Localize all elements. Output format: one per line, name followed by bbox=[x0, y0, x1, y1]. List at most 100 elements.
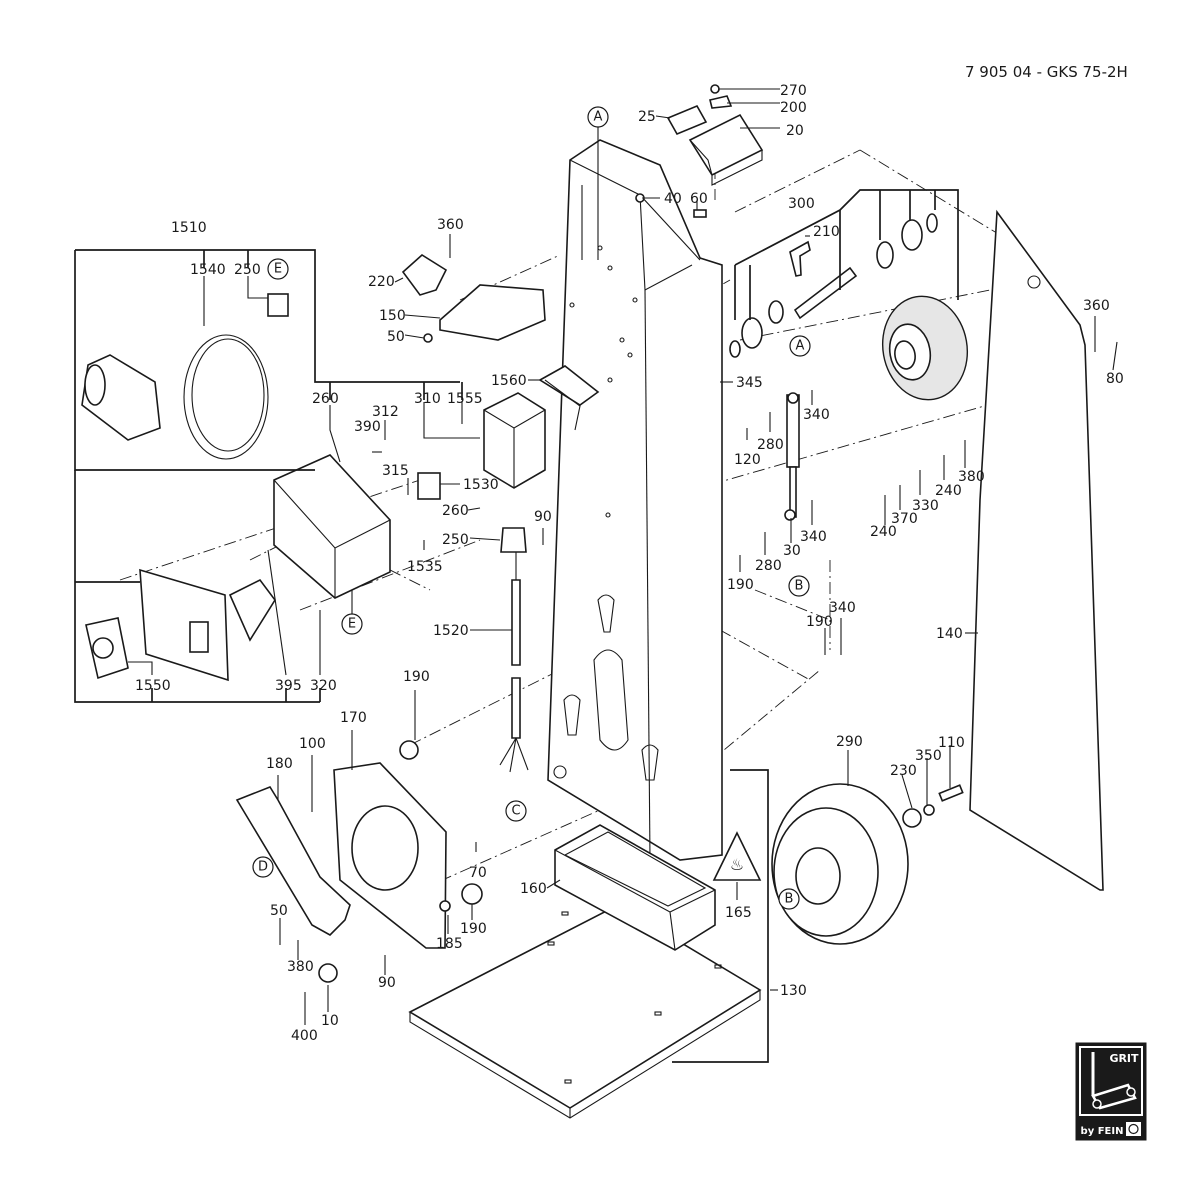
callout-10: 10 bbox=[321, 1013, 339, 1029]
callout-1550: 1550 bbox=[135, 678, 171, 694]
reference-marker-b-frame: B bbox=[788, 575, 810, 597]
callout-350: 350 bbox=[915, 748, 942, 764]
callout-190-frame: 190 bbox=[727, 577, 754, 593]
callout-260-box: 260 bbox=[312, 391, 339, 407]
callout-370: 370 bbox=[891, 511, 918, 527]
callout-190-idler: 190 bbox=[806, 614, 833, 630]
callout-80: 80 bbox=[1106, 371, 1124, 387]
svg-text:E: E bbox=[274, 262, 282, 277]
switch-box bbox=[85, 454, 391, 682]
reference-marker-e-box: E bbox=[341, 590, 363, 635]
callout-395: 395 bbox=[275, 678, 302, 694]
drive-pulley bbox=[771, 783, 964, 945]
callout-340-lower: 340 bbox=[800, 529, 827, 545]
callout-345: 345 bbox=[736, 375, 763, 391]
callout-380-pedal: 380 bbox=[287, 959, 314, 975]
callout-360-cover: 360 bbox=[1083, 298, 1110, 314]
callout-330: 330 bbox=[912, 498, 939, 514]
callout-240-upper: 240 bbox=[935, 483, 962, 499]
callout-290: 290 bbox=[836, 734, 863, 750]
callout-210: 210 bbox=[813, 224, 840, 240]
callout-190-plate: 190 bbox=[403, 669, 430, 685]
junction-box bbox=[417, 365, 600, 500]
callout-140: 140 bbox=[936, 626, 963, 642]
callout-250-plug: 250 bbox=[234, 262, 261, 278]
contact-wheel-assembly bbox=[729, 213, 969, 401]
reference-marker-b-pulley: B bbox=[778, 888, 800, 910]
callout-60: 60 bbox=[690, 191, 708, 207]
reference-marker-e-plug: E bbox=[267, 258, 289, 280]
callout-165: 165 bbox=[725, 905, 752, 921]
grit-by-fein-logo: GRIT by FEIN bbox=[1075, 1042, 1147, 1141]
callout-315: 315 bbox=[382, 463, 409, 479]
callout-120: 120 bbox=[734, 452, 761, 468]
callout-20: 20 bbox=[786, 123, 804, 139]
callout-130: 130 bbox=[780, 983, 807, 999]
callout-50-top: 50 bbox=[387, 329, 405, 345]
callout-70: 70 bbox=[469, 865, 487, 881]
warning-label: ♨ bbox=[712, 831, 762, 881]
document-title: 7 905 04 - GKS 75-2H bbox=[965, 63, 1128, 81]
callout-230: 230 bbox=[890, 763, 917, 779]
callout-260-gland: 260 bbox=[442, 503, 469, 519]
callout-280-lower: 280 bbox=[755, 558, 782, 574]
callout-300: 300 bbox=[788, 196, 815, 212]
callout-90-frame: 90 bbox=[534, 509, 552, 525]
callout-380-cover: 380 bbox=[958, 469, 985, 485]
reference-marker-c: C bbox=[505, 800, 527, 822]
motor-plate bbox=[235, 740, 483, 983]
main-frame bbox=[547, 139, 723, 861]
svg-text:A: A bbox=[594, 110, 603, 125]
callout-90-plate: 90 bbox=[378, 975, 396, 991]
svg-text:A: A bbox=[796, 339, 805, 354]
supply-cable bbox=[499, 527, 529, 773]
callout-400: 400 bbox=[291, 1028, 318, 1044]
callout-100: 100 bbox=[299, 736, 326, 752]
svg-text:D: D bbox=[258, 860, 268, 875]
base-plate bbox=[408, 904, 762, 1119]
callout-1530: 1530 bbox=[463, 477, 499, 493]
callout-1510: 1510 bbox=[171, 220, 207, 236]
svg-text:B: B bbox=[795, 579, 804, 594]
callout-150: 150 bbox=[379, 308, 406, 324]
callout-25: 25 bbox=[638, 109, 656, 125]
part-callouts: 270 200 25 20 40 60 300 210 360 220 150 … bbox=[135, 83, 1124, 1044]
callout-312: 312 bbox=[372, 404, 399, 420]
callout-220: 220 bbox=[368, 274, 395, 290]
callout-1560: 1560 bbox=[491, 373, 527, 389]
callout-280-upper: 280 bbox=[757, 437, 784, 453]
callout-240-lower: 240 bbox=[870, 524, 897, 540]
svg-text:E: E bbox=[348, 617, 356, 632]
callout-1555: 1555 bbox=[447, 391, 483, 407]
callout-160: 160 bbox=[520, 881, 547, 897]
callout-1540: 1540 bbox=[190, 262, 226, 278]
reference-marker-d: D bbox=[252, 856, 274, 878]
callout-185: 185 bbox=[436, 936, 463, 952]
dust-tray bbox=[554, 824, 716, 951]
callout-110: 110 bbox=[938, 735, 965, 751]
callout-200: 200 bbox=[780, 100, 807, 116]
clamp-bracket bbox=[401, 254, 546, 343]
svg-text:C: C bbox=[511, 804, 520, 819]
svg-text:B: B bbox=[785, 892, 794, 907]
svg-text:GRIT: GRIT bbox=[1109, 1052, 1139, 1065]
top-cover bbox=[635, 84, 764, 218]
reference-marker-a-top: A bbox=[587, 106, 609, 260]
callout-1535: 1535 bbox=[407, 559, 443, 575]
callout-50-pedal: 50 bbox=[270, 903, 288, 919]
callout-310: 310 bbox=[414, 391, 441, 407]
callout-340-upper: 340 bbox=[803, 407, 830, 423]
callout-390: 390 bbox=[354, 419, 381, 435]
callout-170: 170 bbox=[340, 710, 367, 726]
side-cover bbox=[969, 209, 1104, 891]
reference-marker-a-shaft: A bbox=[789, 335, 811, 357]
svg-text:by FEIN: by FEIN bbox=[1081, 1126, 1124, 1137]
svg-text:♨: ♨ bbox=[730, 855, 744, 874]
callout-30: 30 bbox=[783, 543, 801, 559]
assembly-brackets bbox=[74, 189, 959, 1063]
gas-strut bbox=[784, 392, 800, 521]
callout-320: 320 bbox=[310, 678, 337, 694]
plug-cable bbox=[81, 293, 289, 460]
callout-180: 180 bbox=[266, 756, 293, 772]
